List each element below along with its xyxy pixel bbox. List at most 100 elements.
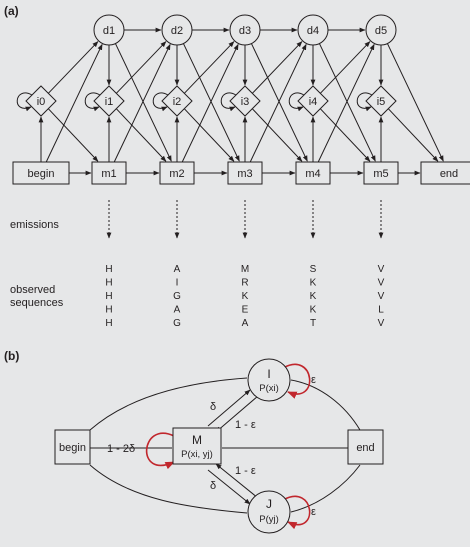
insert-state-2 (161, 85, 193, 117)
sequence-residue: A (174, 264, 181, 275)
sequence-residue: R (241, 278, 248, 289)
panel-b-label: (b) (4, 349, 19, 363)
delete-to-match-edge (386, 43, 444, 162)
match-state-label: end (440, 168, 458, 180)
insert-to-delete-edge (251, 41, 303, 94)
insert-to-delete-edge (183, 41, 235, 94)
J-name: J (266, 497, 272, 511)
sequence-residue: K (310, 278, 317, 289)
M-to-I-label: δ (210, 401, 216, 413)
match-state-m4 (295, 161, 331, 185)
sequence-residue: V (378, 278, 385, 289)
sequence-residue: I (176, 278, 179, 289)
match-state-m1 (91, 161, 127, 185)
insert-to-match-edge (115, 108, 167, 162)
delete-to-match-edge (114, 43, 172, 162)
match-state-label: m2 (169, 168, 184, 180)
J-to-end-edge (290, 464, 361, 513)
match-state-begin (12, 161, 70, 185)
sequence-residue: H (105, 305, 112, 316)
insert-state-0 (25, 85, 57, 117)
insert-self-loop (288, 92, 305, 112)
M-self-loop (145, 432, 175, 470)
end-node-b (347, 429, 384, 465)
match-state-m5 (363, 161, 399, 185)
delete-state-label: d4 (307, 25, 319, 37)
insert-self-loop (16, 92, 33, 112)
sequence-residue: T (310, 318, 316, 329)
delete-state-2 (161, 14, 193, 46)
delete-state-label: d3 (239, 25, 251, 37)
delete-to-match-edge (250, 43, 308, 162)
sequence-residue: K (310, 291, 317, 302)
I-to-M-arrow (215, 395, 259, 433)
insert-self-loop (152, 92, 169, 112)
observed-label-line2: sequences (10, 297, 64, 309)
panel-a-edges (16, 27, 444, 176)
M-to-I-arrow (207, 389, 251, 427)
sequence-residue: H (105, 318, 112, 329)
begin-to-J-edge (89, 464, 248, 514)
match-node-M (172, 427, 222, 465)
delete-state-label: d1 (103, 25, 115, 37)
match-to-delete-edge (317, 43, 375, 163)
delete-to-match-edge (318, 43, 376, 162)
insert-to-match-edge (387, 108, 439, 162)
I-prob: P(xi) (259, 383, 279, 394)
insert-state-5 (365, 85, 397, 117)
panel-a-label: (a) (4, 4, 19, 18)
delete-state-1 (93, 14, 125, 46)
insert-to-match-edge (183, 108, 235, 162)
delete-state-4 (297, 14, 329, 46)
insert-state-label: i3 (241, 96, 250, 108)
sequence-residue: G (173, 318, 181, 329)
insert-node-J (247, 490, 291, 534)
delete-to-match-edge (182, 43, 240, 162)
J-self-loop-label: ε (311, 506, 316, 518)
M-prob: P(xi, yj) (181, 449, 213, 460)
J-to-M-label: 1 - ε (235, 465, 256, 477)
sequence-residue: S (310, 264, 317, 275)
delete-state-label: d5 (375, 25, 387, 37)
M-name: M (192, 433, 202, 447)
match-state-m2 (159, 161, 195, 185)
sequence-residue: K (242, 291, 249, 302)
insert-node-I (247, 358, 291, 402)
sequence-residue: V (378, 318, 385, 329)
M-to-J-arrow (207, 469, 251, 505)
sequence-residue: K (310, 305, 317, 316)
match-state-m3 (227, 161, 263, 185)
sequence-residue: A (174, 305, 181, 316)
I-name: I (267, 367, 270, 381)
J-prob: P(yj) (259, 514, 279, 525)
begin-label-b: begin (59, 442, 86, 454)
match-state-end (420, 161, 470, 185)
insert-to-delete-edge (115, 41, 167, 94)
observed-label-line1: observed (10, 284, 55, 296)
I-to-end-edge (290, 379, 361, 431)
end-label-b: end (356, 442, 374, 454)
J-self-loop (282, 495, 311, 530)
match-state-label: begin (28, 168, 55, 180)
insert-state-4 (297, 85, 329, 117)
insert-state-label: i1 (105, 96, 114, 108)
insert-to-delete-edge (319, 41, 371, 94)
insert-state-label: i5 (377, 96, 386, 108)
insert-to-match-edge (251, 108, 303, 162)
insert-self-loop (356, 92, 373, 112)
sequence-residue: E (242, 305, 249, 316)
J-to-M-arrow (215, 463, 259, 499)
sequence-residue: V (378, 264, 385, 275)
sequence-residue: H (105, 278, 112, 289)
sequence-residue: L (378, 305, 384, 316)
match-to-delete-edge (181, 43, 239, 163)
sequence-residue: A (242, 318, 249, 329)
sequence-residue: H (105, 264, 112, 275)
I-to-M-label: 1 - ε (235, 419, 256, 431)
insert-self-loop (220, 92, 237, 112)
insert-state-3 (229, 85, 261, 117)
